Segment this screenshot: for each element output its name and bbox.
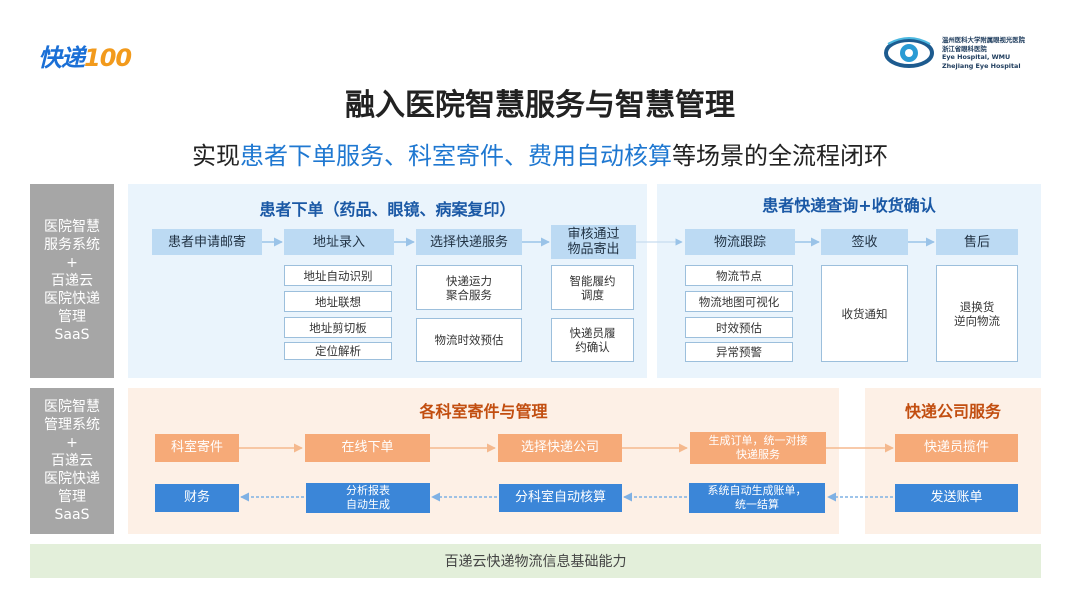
tracking-item-nodes[interactable]: 物流节点 <box>685 265 793 286</box>
step-courier-pickup[interactable]: 快递员揽件 <box>895 434 1018 462</box>
section-title-patient-order: 患者下单（药品、眼镜、病案复印） <box>259 200 516 219</box>
step-send-bill[interactable]: 发送账单 <box>895 484 1018 512</box>
section-title-tracking: 患者快递查询+收货确认 <box>762 196 936 215</box>
service-item-capacity[interactable]: 快递运力 聚合服务 <box>416 265 522 310</box>
step-department-accounting[interactable]: 分科室自动核算 <box>499 484 622 512</box>
audit-item-dispatch[interactable]: 智能履约 调度 <box>551 265 634 310</box>
service-item-eta[interactable]: 物流时效预估 <box>416 318 522 362</box>
step-department-send[interactable]: 科室寄件 <box>155 434 239 462</box>
side-label-service: 医院智慧 服务系统 + 百递云 医院快递 管理 SaaS <box>30 184 114 378</box>
step-apply-mailing[interactable]: 患者申请邮寄 <box>152 229 262 255</box>
sign-item-notify[interactable]: 收货通知 <box>821 265 908 362</box>
address-item-clipboard[interactable]: 地址剪切板 <box>284 317 392 338</box>
address-item-suggest[interactable]: 地址联想 <box>284 291 392 312</box>
step-address-entry[interactable]: 地址录入 <box>284 229 394 255</box>
section-title-department: 各科室寄件与管理 <box>419 402 548 421</box>
hospital-eye-logo-icon <box>884 37 934 68</box>
step-select-courier[interactable]: 选择快递公司 <box>498 434 622 462</box>
address-item-geolocate[interactable]: 定位解析 <box>284 342 392 360</box>
tracking-item-map[interactable]: 物流地图可视化 <box>685 291 793 312</box>
foundation-bar: 百递云快递物流信息基础能力 <box>30 544 1041 578</box>
step-select-service[interactable]: 选择快递服务 <box>416 229 522 255</box>
step-report-generation[interactable]: 分析报表 自动生成 <box>306 483 430 513</box>
tracking-item-eta[interactable]: 时效预估 <box>685 317 793 338</box>
hospital-name: 温州医科大学附属眼视光医院 浙江省眼科医院 Eye Hospital, WMU … <box>942 36 1026 70</box>
side-label-management: 医院智慧 管理系统 + 百递云 医院快递 管理 SaaS <box>30 388 114 534</box>
step-auto-billing[interactable]: 系统自动生成账单， 统一结算 <box>689 483 825 513</box>
step-logistics-tracking[interactable]: 物流跟踪 <box>685 229 795 255</box>
after-item-return[interactable]: 退换货 逆向物流 <box>936 265 1018 362</box>
section-title-courier: 快递公司服务 <box>904 402 1001 421</box>
address-item-auto-recognize[interactable]: 地址自动识别 <box>284 265 392 286</box>
page-title: 融入医院智慧服务与智慧管理 <box>345 88 735 123</box>
page-subtitle: 实现患者下单服务、科室寄件、费用自动核算等场景的全流程闭环 <box>192 142 888 170</box>
step-after-sale[interactable]: 售后 <box>936 229 1018 255</box>
tracking-item-alert[interactable]: 异常预警 <box>685 342 793 362</box>
audit-item-courier-confirm[interactable]: 快递员履 约确认 <box>551 318 634 362</box>
step-online-order[interactable]: 在线下单 <box>305 434 430 462</box>
step-audit-ship[interactable]: 审核通过 物品寄出 <box>551 225 636 259</box>
step-finance[interactable]: 财务 <box>155 484 239 512</box>
step-generate-order[interactable]: 生成订单，统一对接 快递服务 <box>690 432 826 464</box>
step-sign[interactable]: 签收 <box>821 229 908 255</box>
kuaidi100-logo: 快递100 <box>38 44 132 72</box>
